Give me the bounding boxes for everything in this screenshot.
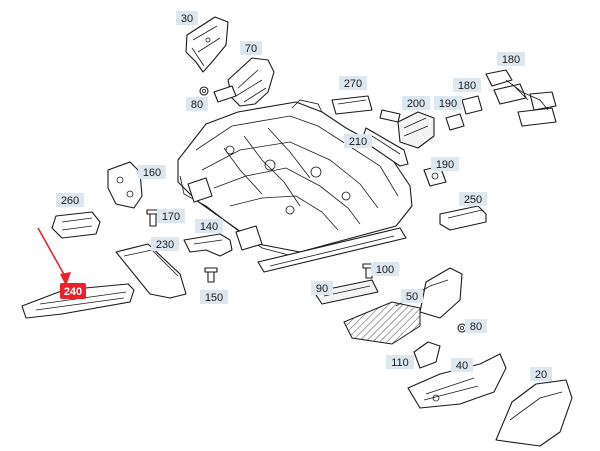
svg-text:190: 190 bbox=[436, 159, 454, 171]
callout-180[interactable]: 180 bbox=[497, 52, 525, 66]
callout-90[interactable]: 90 bbox=[311, 281, 333, 295]
part-20-rear-cover bbox=[495, 379, 573, 447]
svg-text:50: 50 bbox=[406, 291, 418, 303]
part-260-handle bbox=[51, 211, 101, 239]
svg-text:190: 190 bbox=[439, 98, 457, 110]
callout-230[interactable]: 230 bbox=[151, 237, 179, 251]
callout-200[interactable]: 200 bbox=[402, 96, 430, 110]
svg-text:100: 100 bbox=[376, 264, 394, 276]
callout-260[interactable]: 260 bbox=[56, 193, 84, 207]
svg-text:180: 180 bbox=[502, 54, 520, 66]
callout-190[interactable]: 190 bbox=[431, 157, 459, 171]
part-170-screw bbox=[146, 209, 160, 227]
highlight-arrow bbox=[37, 227, 71, 286]
svg-text:80: 80 bbox=[191, 99, 203, 111]
callout-270[interactable]: 270 bbox=[339, 76, 367, 90]
part-200-switch-module bbox=[379, 109, 435, 149]
svg-text:230: 230 bbox=[156, 239, 174, 251]
part-110-cover-cap bbox=[413, 341, 441, 369]
part-160-bracket-plate bbox=[107, 161, 143, 209]
svg-text:210: 210 bbox=[349, 136, 367, 148]
callout-100[interactable]: 100 bbox=[371, 262, 399, 276]
callout-80[interactable]: 80 bbox=[465, 319, 487, 333]
part-70-trim-panel bbox=[213, 57, 275, 107]
part-150-screw bbox=[204, 267, 218, 283]
svg-text:270: 270 bbox=[344, 78, 362, 90]
svg-text:80: 80 bbox=[470, 321, 482, 333]
part-140-lever bbox=[183, 233, 233, 257]
svg-text:180: 180 bbox=[458, 80, 476, 92]
part-40-side-panel bbox=[407, 353, 507, 409]
svg-text:110: 110 bbox=[391, 357, 409, 369]
callout-50[interactable]: 50 bbox=[401, 289, 423, 303]
part-250-cover-box bbox=[439, 205, 487, 231]
svg-text:30: 30 bbox=[181, 13, 193, 25]
part-180-wiring-harness bbox=[485, 69, 557, 127]
callout-210[interactable]: 210 bbox=[344, 134, 372, 148]
svg-text:70: 70 bbox=[245, 43, 257, 55]
callout-110[interactable]: 110 bbox=[386, 355, 414, 369]
svg-text:170: 170 bbox=[162, 211, 180, 223]
callout-170[interactable]: 170 bbox=[157, 209, 185, 223]
callout-40[interactable]: 40 bbox=[451, 358, 473, 372]
part-50-seat-side-shell bbox=[343, 267, 463, 345]
svg-text:140: 140 bbox=[200, 221, 218, 233]
callout-240-highlighted[interactable]: 240 bbox=[60, 283, 86, 299]
svg-text:150: 150 bbox=[205, 292, 223, 304]
svg-text:20: 20 bbox=[535, 369, 547, 381]
callout-160[interactable]: 160 bbox=[138, 165, 166, 179]
svg-text:160: 160 bbox=[143, 167, 161, 179]
svg-text:250: 250 bbox=[464, 194, 482, 206]
part-30-backrest-cover bbox=[185, 16, 229, 73]
svg-text:90: 90 bbox=[316, 283, 328, 295]
part-80-fastener bbox=[457, 323, 467, 333]
callout-190[interactable]: 190 bbox=[434, 96, 462, 110]
callout-140[interactable]: 140 bbox=[195, 219, 223, 233]
callout-80[interactable]: 80 bbox=[186, 97, 208, 111]
part-80-fastener bbox=[199, 86, 209, 96]
part-190-connector bbox=[445, 113, 465, 131]
part-270-bracket bbox=[331, 95, 373, 115]
svg-text:40: 40 bbox=[456, 360, 468, 372]
svg-text:200: 200 bbox=[407, 98, 425, 110]
callout-20[interactable]: 20 bbox=[530, 367, 552, 381]
callout-30[interactable]: 30 bbox=[176, 11, 198, 25]
callout-150[interactable]: 150 bbox=[200, 290, 228, 304]
svg-text:240: 240 bbox=[64, 286, 82, 298]
part-180-clip bbox=[461, 95, 483, 115]
callout-70[interactable]: 70 bbox=[240, 41, 262, 55]
callout-250[interactable]: 250 bbox=[459, 192, 487, 206]
svg-text:260: 260 bbox=[61, 195, 79, 207]
callout-180[interactable]: 180 bbox=[453, 78, 481, 92]
